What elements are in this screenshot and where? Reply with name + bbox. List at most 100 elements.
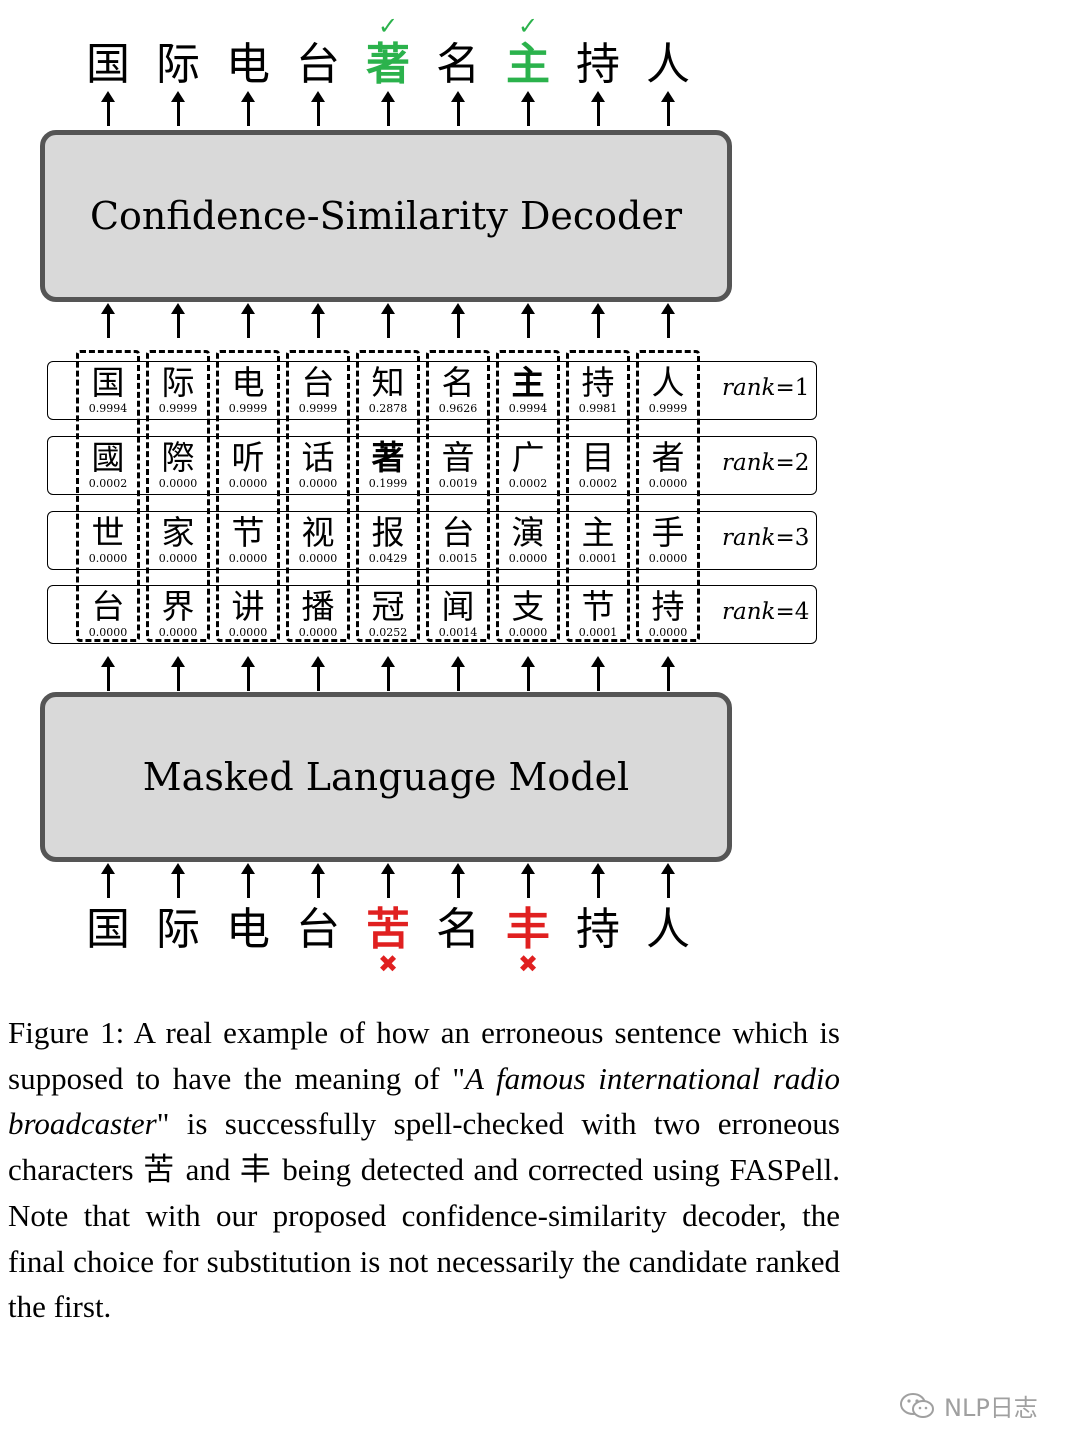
- candidate-char: 界: [161, 587, 195, 626]
- candidate-char: 名: [441, 363, 475, 402]
- candidate-row-frame: [47, 436, 817, 495]
- candidate-prob: 0.0000: [228, 626, 268, 639]
- up-arrow: [661, 303, 675, 338]
- up-arrow: [241, 863, 255, 898]
- candidate-char: 音: [441, 438, 475, 477]
- candidate-prob: 0.0000: [88, 626, 128, 639]
- candidate-char: 台: [441, 513, 475, 552]
- candidate-prob: 0.0000: [298, 477, 338, 490]
- candidate-prob: 0.9999: [298, 402, 338, 415]
- candidate-row-frame: [47, 361, 817, 420]
- input-char: 台: [296, 904, 340, 955]
- input-char: 人: [646, 904, 690, 955]
- up-arrow: [661, 863, 675, 898]
- input-char: 电: [226, 904, 270, 955]
- input-char: 国: [86, 904, 130, 955]
- candidate-prob: 0.9999: [648, 402, 688, 415]
- up-arrow: [171, 91, 185, 126]
- rank-word: rank: [722, 525, 776, 551]
- candidate-char: 台: [91, 587, 125, 626]
- up-arrow: [311, 303, 325, 338]
- candidate-prob: 0.0000: [648, 552, 688, 565]
- output-char: 人: [646, 39, 690, 90]
- input-char: 苦: [366, 904, 410, 955]
- rank-value: =1: [775, 375, 810, 401]
- candidate-prob: 0.9981: [578, 402, 618, 415]
- rank-value: =2: [775, 450, 810, 476]
- cross-mark: ✖: [377, 950, 399, 978]
- rank-word: rank: [722, 375, 776, 401]
- candidate-char: 主: [581, 513, 615, 552]
- candidate-prob: 0.9999: [228, 402, 268, 415]
- up-arrow: [521, 863, 535, 898]
- candidate-char: 广: [511, 438, 545, 477]
- candidate-prob: 0.0000: [228, 477, 268, 490]
- up-arrow: [311, 91, 325, 126]
- candidate-char: 持: [651, 587, 685, 626]
- input-char: 持: [576, 904, 620, 955]
- candidate-column-outline: [76, 350, 140, 642]
- candidate-char: 人: [651, 363, 685, 402]
- candidate-char: 家: [161, 513, 195, 552]
- candidate-char: 际: [161, 363, 195, 402]
- up-arrow: [451, 656, 465, 691]
- rank-value: =4: [775, 599, 810, 625]
- caption-italic: A famous international radio broadcaster: [8, 1060, 840, 1142]
- candidate-char: 主: [511, 363, 545, 402]
- output-char: 主: [506, 39, 550, 90]
- up-arrow: [521, 91, 535, 126]
- candidate-char: 國: [91, 438, 125, 477]
- candidate-prob: 0.2878: [368, 402, 408, 415]
- up-arrow: [171, 656, 185, 691]
- candidate-prob: 0.0000: [508, 626, 548, 639]
- rank-label: rank=2: [722, 450, 809, 476]
- input-char: 名: [436, 904, 480, 955]
- candidate-column-outline: [216, 350, 280, 642]
- rank-value: =3: [775, 525, 810, 551]
- up-arrow: [311, 863, 325, 898]
- up-arrow: [661, 656, 675, 691]
- up-arrow: [241, 656, 255, 691]
- mlm-box: Masked Language Model: [40, 692, 732, 862]
- candidate-char: 视: [301, 513, 335, 552]
- input-char: 际: [156, 904, 200, 955]
- candidate-char: 国: [91, 363, 125, 402]
- watermark-text: NLP日志: [944, 1394, 1038, 1422]
- candidate-column-outline: [426, 350, 490, 642]
- up-arrow: [521, 303, 535, 338]
- candidate-prob: 0.9626: [438, 402, 478, 415]
- candidate-prob: 0.0000: [508, 552, 548, 565]
- up-arrow: [171, 303, 185, 338]
- candidate-prob: 0.0000: [648, 477, 688, 490]
- candidate-char: 闻: [441, 587, 475, 626]
- up-arrow: [451, 91, 465, 126]
- up-arrow: [101, 91, 115, 126]
- candidate-prob: 0.0000: [228, 552, 268, 565]
- candidate-prob: 0.9994: [508, 402, 548, 415]
- candidate-char: 节: [231, 513, 265, 552]
- decoder-box: Confidence-Similarity Decoder: [40, 130, 732, 302]
- watermark: NLP日志: [898, 1388, 1038, 1423]
- candidate-row-frame: [47, 511, 817, 570]
- up-arrow: [101, 863, 115, 898]
- candidate-row-frame: [47, 585, 817, 644]
- candidate-column-outline: [356, 350, 420, 642]
- candidate-column-outline: [566, 350, 630, 642]
